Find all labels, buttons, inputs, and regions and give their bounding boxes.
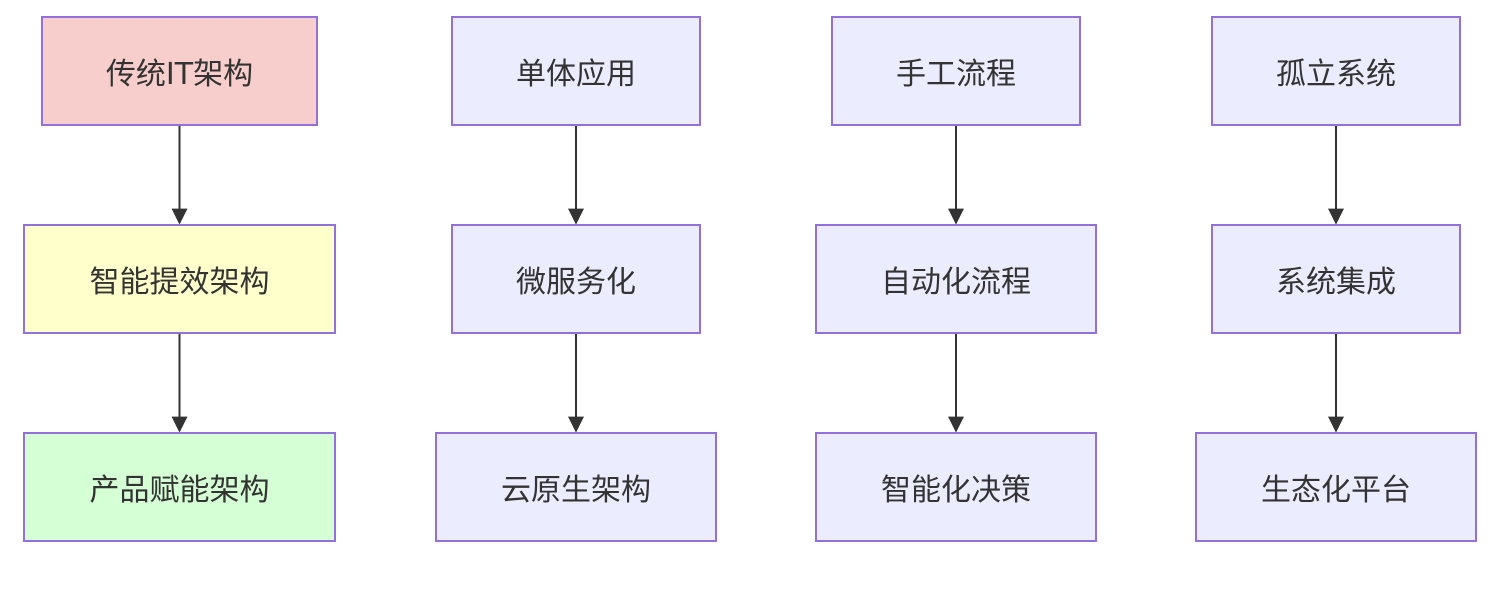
node-label: 智能化决策 bbox=[881, 473, 1031, 508]
node-label: 自动化流程 bbox=[881, 265, 1031, 300]
node-automated-process[interactable]: 自动化流程 bbox=[815, 224, 1097, 334]
node-traditional-it-architecture[interactable]: 传统IT架构 bbox=[41, 16, 318, 126]
node-system-integration[interactable]: 系统集成 bbox=[1211, 224, 1461, 334]
node-manual-process[interactable]: 手工流程 bbox=[831, 16, 1081, 126]
node-label: 系统集成 bbox=[1276, 265, 1396, 300]
node-monolithic-application[interactable]: 单体应用 bbox=[451, 16, 701, 126]
node-product-empowerment-architecture[interactable]: 产品赋能架构 bbox=[23, 432, 336, 542]
node-label: 单体应用 bbox=[516, 57, 636, 92]
node-label: 生态化平台 bbox=[1261, 473, 1411, 508]
node-label: 产品赋能架构 bbox=[89, 473, 270, 508]
node-microservices[interactable]: 微服务化 bbox=[451, 224, 701, 334]
node-label: 孤立系统 bbox=[1276, 57, 1396, 92]
node-label: 云原生架构 bbox=[501, 473, 651, 508]
node-label: 微服务化 bbox=[516, 265, 636, 300]
node-ecosystem-platform[interactable]: 生态化平台 bbox=[1195, 432, 1477, 542]
node-label: 传统IT架构 bbox=[105, 57, 254, 92]
node-intelligent-efficiency-architecture[interactable]: 智能提效架构 bbox=[23, 224, 336, 334]
node-intelligent-decision[interactable]: 智能化决策 bbox=[815, 432, 1097, 542]
node-cloud-native-architecture[interactable]: 云原生架构 bbox=[435, 432, 717, 542]
node-label: 手工流程 bbox=[896, 57, 1016, 92]
node-label: 智能提效架构 bbox=[89, 265, 270, 300]
node-isolated-systems[interactable]: 孤立系统 bbox=[1211, 16, 1461, 126]
